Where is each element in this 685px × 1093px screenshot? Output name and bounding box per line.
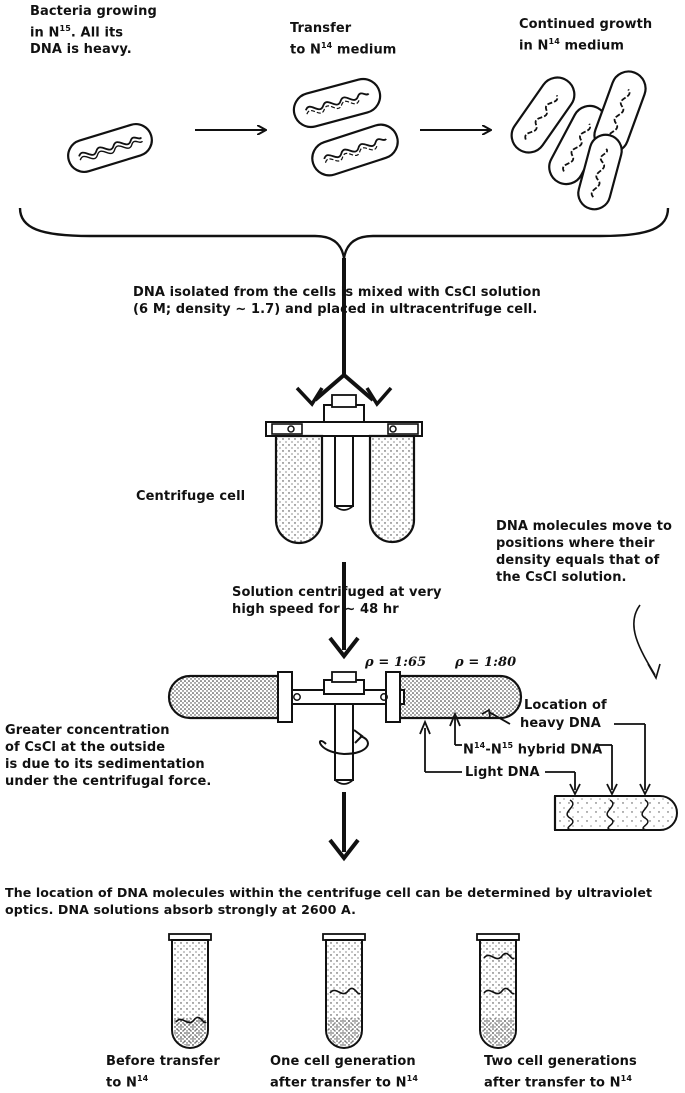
stage2-line2: to N14 medium [290, 37, 396, 58]
bacterium-transfer-a [292, 77, 382, 129]
density-leaders [424, 711, 646, 790]
isolation-text: DNA isolated from the cells is mixed wit… [133, 284, 541, 318]
stage1-label: Bacteria growing in N15. All its DNA is … [30, 3, 157, 58]
stage3-line1: Continued growth [519, 17, 653, 32]
hybrid-n: N [463, 742, 474, 758]
spin-line1: Solution centrifuged at very [232, 585, 442, 600]
centrifuge-cell-label: Centrifuge cell [136, 489, 246, 504]
uv-note: The location of DNA molecules within the… [5, 884, 652, 918]
stage2-line2a: to N [290, 42, 321, 58]
bacterium-growth-a [510, 76, 576, 154]
fork-right [342, 373, 375, 402]
light-dna-label: Light DNA [465, 765, 540, 780]
isolation-line1: DNA isolated from the cells is mixed wit… [133, 285, 541, 300]
rho-left: ρ = 1:65 [365, 655, 427, 670]
tube-before-transfer [168, 933, 212, 1049]
rho-right: ρ = 1:80 [455, 655, 517, 670]
stage1-line2a: in N [30, 25, 60, 41]
fork-left [313, 373, 346, 402]
spin-arrow-head [328, 636, 360, 660]
bacterium-heavy [67, 123, 153, 173]
stage1-sup: 15 [59, 24, 71, 33]
uv-line1: The location of DNA molecules within the… [5, 885, 653, 900]
tube2-line2: after transfer to N14 [484, 1070, 637, 1091]
gradient-line3: is due to its sedimentation [5, 757, 205, 772]
tube-one-generation [322, 933, 366, 1049]
hybrid-mid: -N [485, 742, 502, 758]
tube2-line1: Two cell generations [484, 1054, 637, 1069]
stage3-label: Continued growth in N14 medium [519, 16, 652, 54]
tube1-line2: after transfer to N14 [270, 1070, 418, 1091]
tube2-sup: 14 [620, 1074, 632, 1083]
move-note-line3: density equals that of [496, 553, 660, 568]
hybrid-sup2: 15 [501, 741, 514, 750]
stage2-line2b: medium [332, 42, 397, 58]
stage3-line2b: medium [559, 38, 625, 54]
move-note-line1: DNA molecules move to [496, 519, 673, 534]
tube0-line2a: to N [106, 1075, 137, 1091]
gradient-line4: under the centrifugal force. [5, 774, 212, 789]
isolation-line2: (6 M; density ∼ 1.7) and placed in ultra… [133, 302, 538, 317]
tube-label-one: One cell generation after transfer to N1… [270, 1053, 418, 1091]
move-note-line4: the CsCl solution. [496, 570, 627, 585]
uv-line2: optics. DNA solutions absorb strongly at… [5, 902, 356, 917]
stage1-line1: Bacteria growing [30, 4, 157, 19]
bacterium-growth-d [577, 133, 623, 211]
stage3-line2: in N14 medium [519, 33, 652, 54]
gradient-note: Greater concentration of CsCl at the out… [5, 722, 211, 790]
stage3-sup: 14 [548, 37, 560, 46]
brace [18, 207, 670, 259]
tube2-line2a: after transfer to N [484, 1075, 621, 1091]
tube-two-generations [476, 933, 520, 1049]
stage3-line2a: in N [519, 38, 549, 54]
stage1-line2b: . All its [70, 25, 124, 41]
bacterium-transfer-b [311, 123, 399, 177]
fork-left-head [295, 386, 324, 407]
gradient-line1: Greater concentration [5, 723, 170, 738]
hybrid-post: hybrid DNA [513, 742, 603, 758]
gradient-line2: of CsCl at the outside [5, 740, 166, 755]
stage1-line2: in N15. All its [30, 20, 157, 41]
centrifuge-spinning [167, 671, 523, 785]
stage2-label: Transfer to N14 medium [290, 20, 396, 58]
tube1-sup: 14 [406, 1074, 418, 1083]
hybrid-sup1: 14 [473, 741, 486, 750]
tube0-line1: Before transfer [106, 1054, 220, 1069]
stage2-line1: Transfer [290, 21, 352, 36]
centrifuge-cell-upright [265, 394, 423, 545]
spin-text: Solution centrifuged at very high speed … [232, 584, 442, 618]
curved-arrow [632, 604, 656, 676]
move-note-line2: positions where their [496, 536, 655, 551]
tube1-line2a: after transfer to N [270, 1075, 407, 1091]
band-tube [553, 795, 678, 831]
tube-label-two: Two cell generations after transfer to N… [484, 1053, 637, 1091]
spin-line2: high speed for ∼ 48 hr [232, 602, 399, 617]
move-note: DNA molecules move to positions where th… [496, 518, 672, 586]
heavy-dna-label: heavy DNA [520, 716, 601, 731]
stage2-sup: 14 [320, 41, 333, 50]
fork-right-head [365, 386, 393, 407]
location-of-label: Location of [524, 698, 607, 713]
tube-label-before: Before transfer to N14 [106, 1053, 220, 1091]
tube0-sup: 14 [136, 1074, 149, 1083]
uv-arrow-head [328, 838, 360, 862]
tube0-line2: to N14 [106, 1070, 220, 1091]
tube1-line1: One cell generation [270, 1054, 416, 1069]
hybrid-dna-label: N14-N15 hybrid DNA [463, 737, 602, 758]
stage1-line3: DNA is heavy. [30, 42, 132, 58]
